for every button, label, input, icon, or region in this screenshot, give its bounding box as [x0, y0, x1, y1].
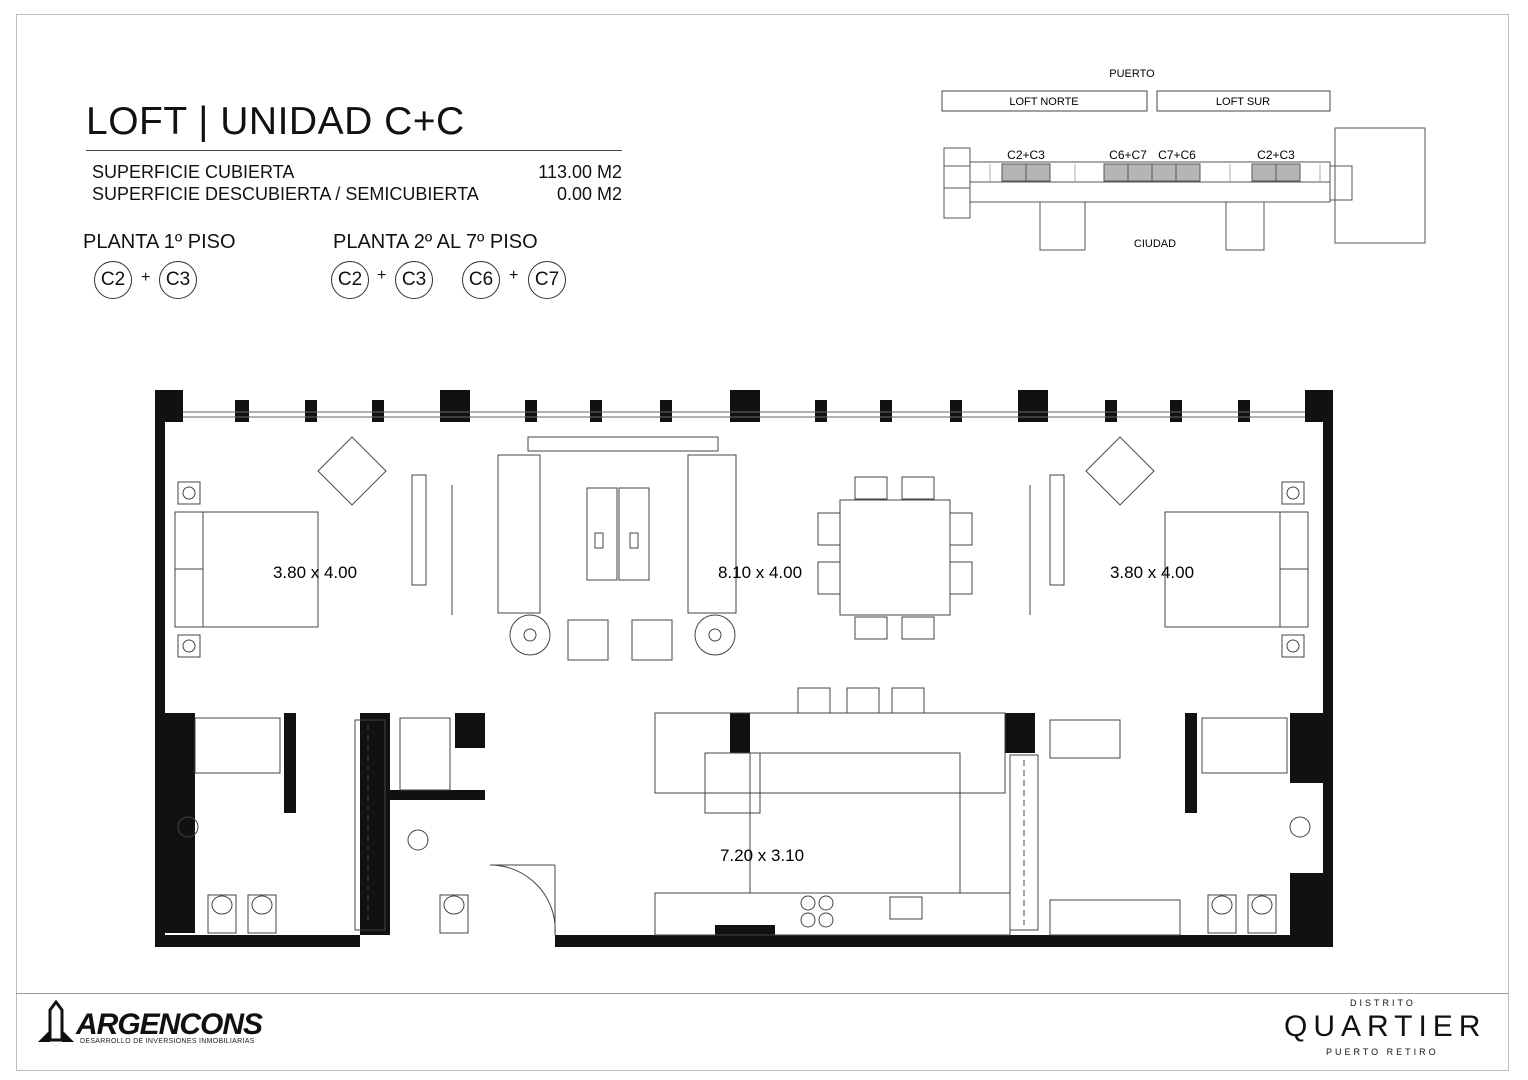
floor-label-first: PLANTA 1º PISO — [83, 231, 236, 253]
room-dims-kitchen: 7.20 x 3.10 — [720, 846, 804, 865]
room-dims-living: 8.10 x 4.00 — [718, 563, 802, 582]
argencons-logo-icon — [38, 1000, 74, 1042]
bed-left — [174, 436, 453, 658]
keyplan-south-label: CIUDAD — [1134, 238, 1176, 250]
unit-chip-c2: C2 — [94, 261, 132, 299]
keyplan-unit-grid — [989, 164, 1321, 181]
room-dims-bedroom-right: 3.80 x 4.00 — [1110, 563, 1194, 582]
keyplan-north-label: PUERTO — [1109, 68, 1155, 80]
wing-label-south: LOFT SUR — [1216, 96, 1270, 108]
title-underline — [86, 150, 622, 151]
kitchen-fixtures — [654, 687, 1011, 936]
unit-chip-c3: C3 — [395, 261, 433, 299]
spec-value-covered: 113.00 M2 — [538, 162, 622, 182]
keyplan-building — [943, 127, 1426, 251]
keyplan-units-highlight — [1001, 163, 1301, 182]
developer-tagline: DESARROLLO DE INVERSIONES INMOBILIARIAS — [80, 1038, 255, 1045]
wing-box-north — [941, 90, 1148, 112]
unit-chip-c3: C3 — [159, 261, 197, 299]
spec-value-uncovered: 0.00 M2 — [556, 184, 622, 204]
plus-sign: + — [509, 267, 519, 284]
page-title: LOFT | UNIDAD C+C — [86, 100, 465, 143]
project-logo-name: QUARTIER — [1284, 1010, 1487, 1043]
unit-tag: C7+C6 — [1158, 148, 1196, 162]
floor-plan: 3.80 x 4.00 8.10 x 4.00 3.80 x 4.00 — [155, 390, 1333, 947]
entry-door — [489, 864, 556, 936]
unit-chip-c2: C2 — [331, 261, 369, 299]
developer-logo-text: ARGENCONS — [76, 1008, 263, 1041]
spec-label-covered: SUPERFICIE CUBIERTA — [92, 162, 295, 182]
page-frame — [16, 14, 1509, 1071]
window-glazing — [183, 411, 1305, 418]
plus-sign: + — [141, 269, 151, 286]
wardrobes — [354, 719, 1181, 936]
footer-divider — [16, 993, 1509, 994]
unit-chip-c6: C6 — [462, 261, 500, 299]
unit-chip-c7: C7 — [528, 261, 566, 299]
bed-right — [1029, 436, 1309, 658]
unit-tag: C6+C7 — [1109, 148, 1147, 162]
wing-label-north: LOFT NORTE — [1009, 96, 1078, 108]
spec-label-uncovered: SUPERFICIE DESCUBIERTA / SEMICUBIERTA — [92, 184, 479, 204]
project-logo-bottom: PUERTO RETIRO — [1326, 1047, 1439, 1057]
project-logo-top: DISTRITO — [1350, 998, 1416, 1008]
bathroom-fixtures — [177, 717, 1311, 934]
plus-sign: + — [377, 267, 387, 284]
living-furniture — [497, 436, 737, 661]
floor-label-upper: PLANTA 2º AL 7º PISO — [333, 231, 538, 253]
wing-box-south — [1156, 90, 1331, 112]
dining-table — [817, 476, 973, 640]
unit-tag: C2+C3 — [1007, 148, 1045, 162]
interior-walls — [165, 713, 1323, 937]
unit-tag: C2+C3 — [1257, 148, 1295, 162]
room-dims-bedroom-left: 3.80 x 4.00 — [273, 563, 357, 582]
key-plan: PUERTO LOFT NORTE LOFT SUR C2+C3 C6+C7 C… — [941, 68, 1426, 251]
